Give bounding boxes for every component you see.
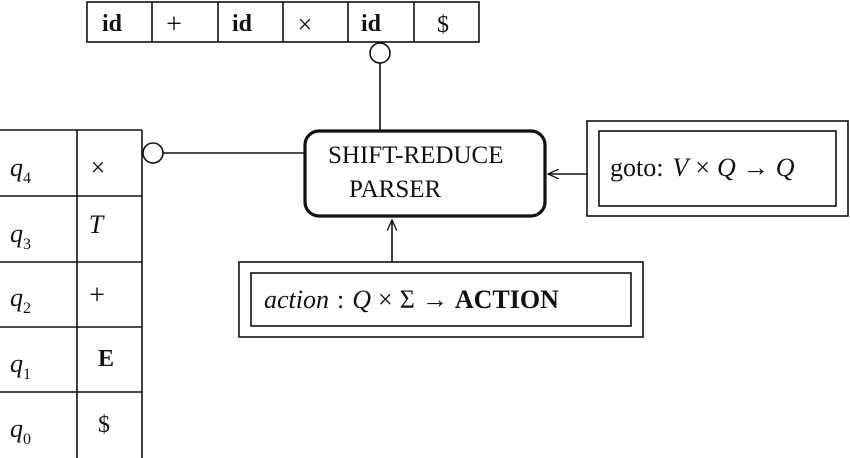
goto-outer-border <box>586 120 849 217</box>
goto-formula: goto:V×Q→Q <box>610 153 795 182</box>
parser-border <box>303 129 547 218</box>
stack-state-q0: q0 <box>10 414 31 448</box>
stack-symbol-dollar: $ <box>98 412 110 438</box>
goto-inner-border <box>598 130 837 207</box>
stack-symbol-plus: + <box>89 280 105 311</box>
stack-head-circle <box>142 142 164 164</box>
parser-box: SHIFT-REDUCE PARSER <box>303 129 547 218</box>
stack-state-q1: q1 <box>10 349 31 383</box>
tape-cell-2: + <box>166 9 182 40</box>
action-table: action:Q×Σ→ACTION <box>238 220 644 338</box>
goto-table: goto:V×Q→Q <box>548 120 849 217</box>
stack-state-q3: q3 <box>10 219 31 253</box>
stack: q4 × q3 T q2 + q1 E q0 $ <box>0 129 143 458</box>
tape-cell-3: id <box>232 11 253 37</box>
parser-label-line2: PARSER <box>349 176 442 203</box>
action-formula: action:Q×Σ→ACTION <box>264 285 559 314</box>
tape-head <box>369 42 391 131</box>
tape-cell-5: id <box>361 11 382 37</box>
parser-label-line1: SHIFT-REDUCE <box>328 142 504 169</box>
stack-state-q2: q2 <box>10 283 31 317</box>
stack-symbol-times: × <box>91 153 106 182</box>
tape-cell-4: × <box>298 10 313 39</box>
stack-symbol-E: E <box>98 346 114 372</box>
stack-head <box>142 142 305 164</box>
stack-state-q4: q4 <box>10 153 31 187</box>
tape-head-circle <box>369 42 391 64</box>
tape-cell-1: id <box>102 11 123 37</box>
input-tape: id + id × id $ <box>86 1 480 43</box>
tape-cell-6: $ <box>437 12 449 38</box>
action-outer-border <box>238 261 644 338</box>
action-inner-border <box>250 272 632 327</box>
stack-symbol-T: T <box>89 210 105 239</box>
